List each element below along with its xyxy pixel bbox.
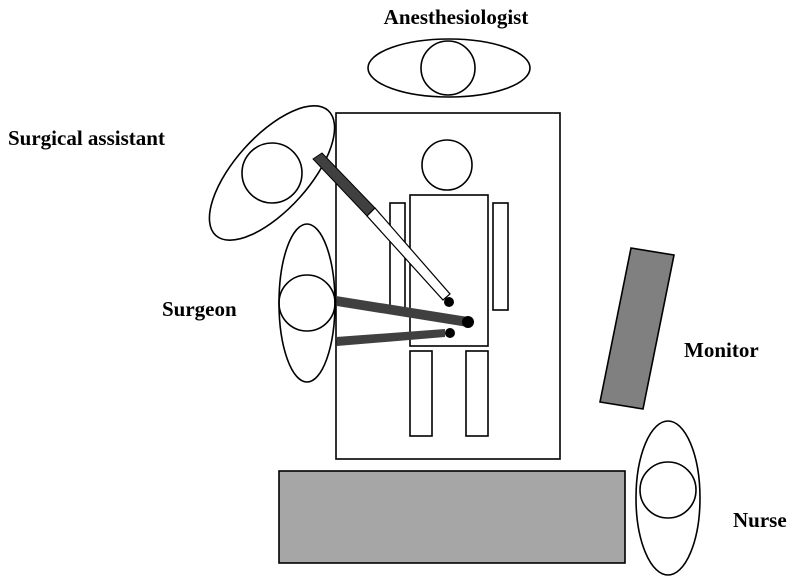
surgeon-upper-instrument-end-icon bbox=[462, 316, 474, 328]
surgeon-lower-instrument bbox=[336, 329, 445, 346]
surgical-assistant-shoulders bbox=[208, 105, 336, 241]
patient-right-leg bbox=[465, 350, 489, 437]
nurse-shoulders bbox=[635, 420, 701, 576]
patient-right-arm bbox=[492, 202, 509, 311]
nurse-figure bbox=[635, 420, 701, 576]
surgeon-upper-instrument bbox=[336, 296, 468, 327]
patient-left-leg bbox=[409, 350, 433, 437]
nurse-head bbox=[639, 461, 697, 519]
monitor bbox=[599, 247, 675, 410]
surgeon-figure bbox=[278, 223, 336, 383]
patient-left-arm bbox=[389, 202, 406, 311]
operating-table bbox=[335, 112, 561, 460]
anesthesiologist-label: Anesthesiologist bbox=[384, 5, 529, 29]
nurse-label: Nurse bbox=[733, 508, 787, 532]
monitor-label: Monitor bbox=[684, 338, 759, 362]
surgical-assistant-head bbox=[241, 142, 303, 204]
surgical-assistant-figure bbox=[208, 105, 336, 241]
anesthesiologist-figure bbox=[367, 38, 531, 98]
surgeon-shoulders bbox=[278, 223, 336, 383]
assistant-instrument-tip bbox=[366, 207, 451, 301]
surgeon-lower-instrument-end-icon bbox=[445, 328, 455, 338]
assistant-instrument-shaft bbox=[312, 152, 376, 217]
surgical-assistant-label: Surgical assistant bbox=[8, 126, 165, 150]
patient-head bbox=[421, 139, 473, 191]
anesthesiologist-shoulders bbox=[367, 38, 531, 98]
instrument-table bbox=[278, 470, 626, 564]
anesthesiologist-head bbox=[420, 40, 476, 96]
patient-figure bbox=[389, 139, 509, 437]
assistant-instrument-end-icon bbox=[444, 297, 454, 307]
surgical-instruments bbox=[312, 152, 474, 346]
surgeon-head bbox=[278, 274, 336, 332]
surgeon-label: Surgeon bbox=[162, 297, 237, 321]
patient-torso bbox=[409, 194, 489, 347]
